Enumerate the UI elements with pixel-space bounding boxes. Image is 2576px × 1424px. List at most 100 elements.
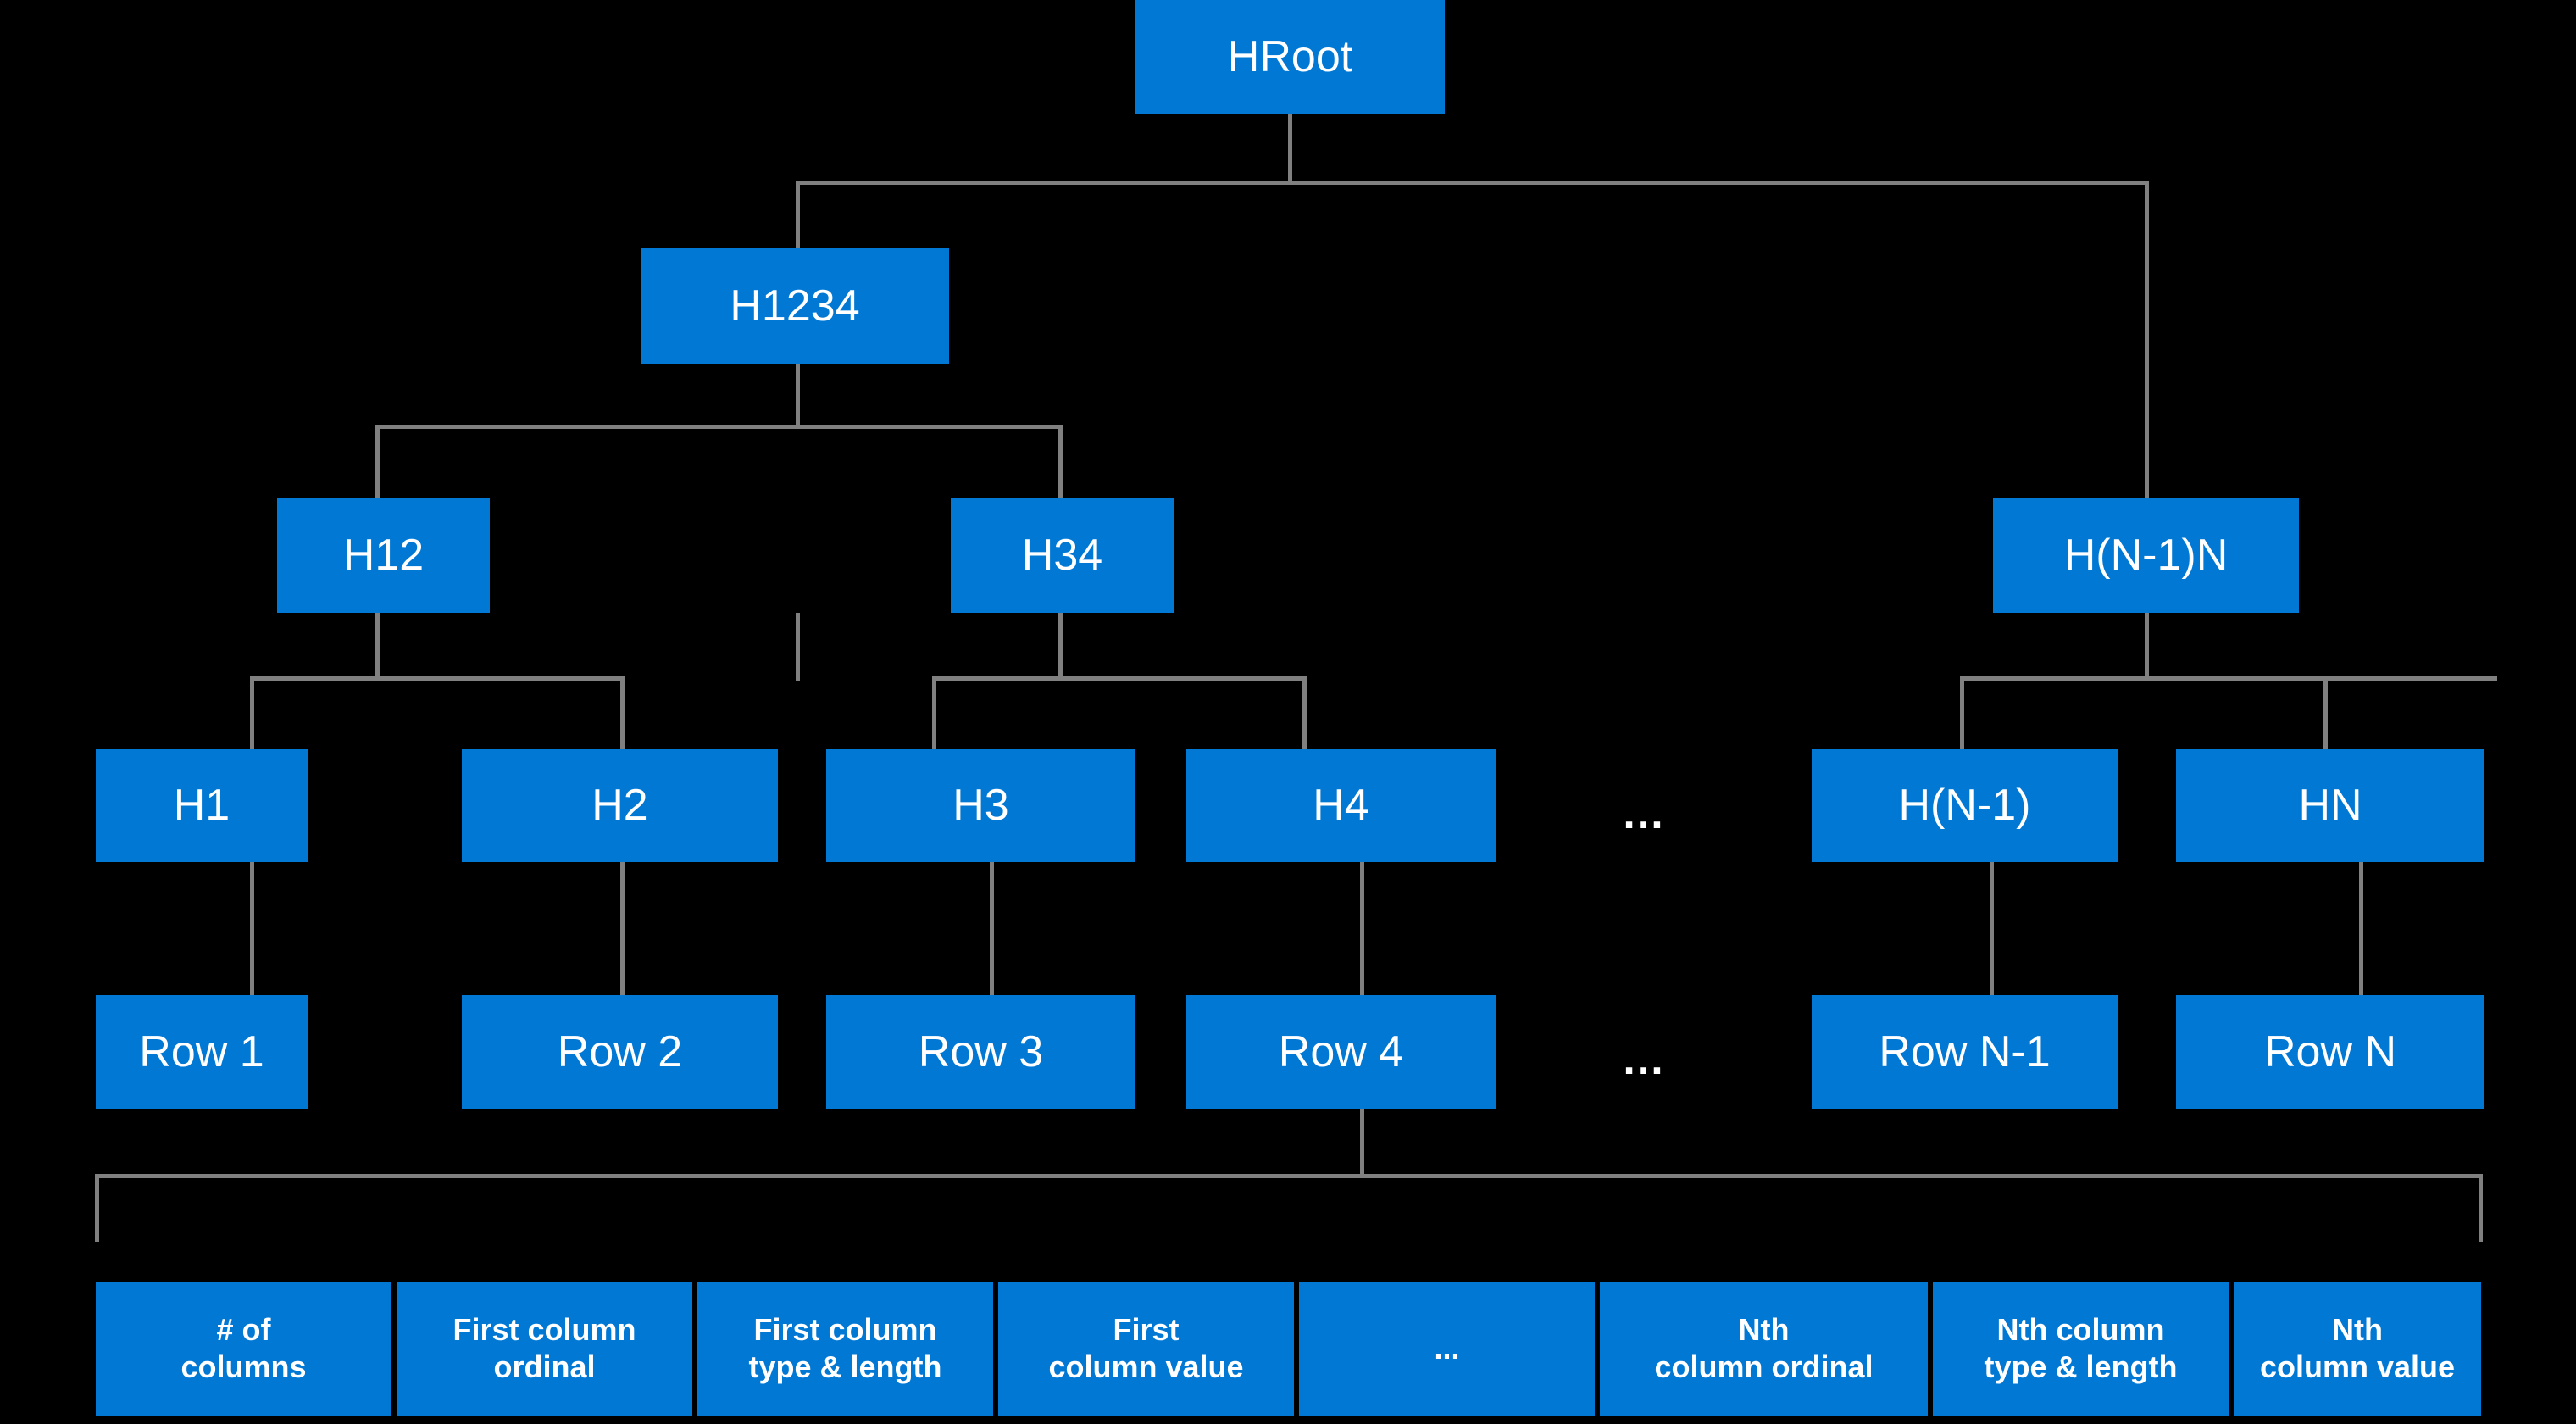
field-label-line2: ... — [1434, 1331, 1460, 1366]
field-label-line1: First column — [452, 1312, 636, 1348]
connector-h34-stem — [1058, 613, 1063, 678]
field-label-line1: First — [1113, 1312, 1180, 1348]
field-label-line1: Nth column — [1996, 1312, 2165, 1348]
connector-h1234-drop — [796, 364, 800, 425]
field-label: Nth column value — [2260, 1311, 2455, 1386]
node-label: Row 4 — [1278, 1026, 1404, 1076]
connector-h12-to-h1 — [250, 676, 254, 753]
field-ellipsis[interactable]: ... — [1299, 1282, 1595, 1416]
node-row-n[interactable]: Row N — [2176, 995, 2484, 1109]
field-label: ... — [1434, 1330, 1459, 1367]
field-label-line2: column value — [2259, 1349, 2456, 1384]
connector-hn1n-bracket — [1960, 676, 2497, 681]
node-hn-minus-1[interactable]: H(N-1) — [1812, 749, 2118, 862]
connector-root-bracket — [796, 181, 2149, 185]
field-nth-column-type-length[interactable]: Nth column type & length — [1933, 1282, 2229, 1416]
node-h34[interactable]: H34 — [951, 498, 1174, 613]
connector-h1-to-row1 — [250, 862, 254, 995]
field-label-line2: column ordinal — [1654, 1349, 1874, 1384]
connector-hn1n-stem — [2145, 613, 2149, 678]
node-h2[interactable]: H2 — [462, 749, 778, 862]
field-label-line2: columns — [180, 1349, 307, 1384]
connector-h1234-to-h34 — [1058, 425, 1063, 498]
node-label: H12 — [342, 530, 425, 580]
field-label-line1: Nth — [2332, 1312, 2383, 1348]
connector-fields-bracket — [95, 1174, 2483, 1178]
field-label-line2: type & length — [748, 1349, 942, 1384]
node-label: Row 3 — [918, 1026, 1044, 1076]
node-hn1n[interactable]: H(N-1)N — [1993, 498, 2299, 613]
field-num-columns[interactable]: # of columns — [96, 1282, 391, 1416]
field-label: Nth column type & length — [1984, 1311, 2177, 1386]
field-label-line1: First column — [753, 1312, 937, 1348]
field-nth-column-ordinal[interactable]: Nth column ordinal — [1600, 1282, 1928, 1416]
node-hn[interactable]: HN — [2176, 749, 2484, 862]
row-ellipsis: ... — [1593, 1034, 1695, 1085]
connector-h34-bracket — [932, 676, 1307, 681]
connector-root-stem — [1288, 114, 1292, 185]
connector-fields-bracket-left — [95, 1174, 99, 1242]
node-hroot[interactable]: HRoot — [1135, 0, 1445, 114]
node-row-2[interactable]: Row 2 — [462, 995, 778, 1109]
connector-row4-stem — [1360, 1109, 1364, 1177]
connector-h1234-to-h12 — [375, 425, 380, 498]
node-h1[interactable]: H1 — [96, 749, 308, 862]
field-label-line2: type & length — [1984, 1349, 2178, 1384]
node-h4[interactable]: H4 — [1186, 749, 1496, 862]
field-label-line2: column value — [1048, 1349, 1244, 1384]
node-row-4[interactable]: Row 4 — [1186, 995, 1496, 1109]
node-h12[interactable]: H12 — [277, 498, 490, 613]
connector-root-to-hn1n — [2145, 181, 2149, 498]
node-row-1[interactable]: Row 1 — [96, 995, 308, 1109]
connector-h34-to-h4 — [1302, 676, 1307, 753]
connector-h4-to-row4 — [1360, 862, 1364, 995]
hash-row-ellipsis: ... — [1593, 788, 1695, 839]
node-label: H1 — [173, 781, 230, 831]
field-first-column-value[interactable]: First column value — [998, 1282, 1294, 1416]
node-label: Row N-1 — [1879, 1026, 2051, 1076]
field-label-line1: Nth — [1738, 1312, 1790, 1348]
node-label: H(N-1)N — [2063, 530, 2229, 580]
ellipsis-label: ... — [1623, 1035, 1665, 1084]
connector-h1234-stem — [796, 613, 800, 681]
connector-h2-to-row2 — [620, 862, 625, 995]
field-label: First column type & length — [748, 1311, 941, 1386]
connector-h12-bracket — [250, 676, 625, 681]
node-label: H2 — [591, 781, 648, 831]
node-label: H1234 — [730, 281, 860, 331]
node-label: Row 1 — [139, 1026, 264, 1076]
node-label: H4 — [1313, 781, 1369, 831]
node-label: H(N-1) — [1898, 781, 2031, 831]
connector-h12-to-h2 — [620, 676, 625, 753]
field-label-line1: # of — [216, 1312, 271, 1348]
connector-hn1n-to-hn — [2323, 676, 2328, 753]
field-label: Nth column ordinal — [1654, 1311, 1873, 1386]
node-h3[interactable]: H3 — [826, 749, 1135, 862]
connector-fields-bracket-right — [2479, 1174, 2483, 1242]
node-row-n-minus-1[interactable]: Row N-1 — [1812, 995, 2118, 1109]
connector-h34-to-h3 — [932, 676, 936, 753]
connector-hn1n-to-hn1 — [1960, 676, 1964, 753]
node-label: H3 — [952, 781, 1009, 831]
connector-h1234-bracket — [375, 425, 1063, 429]
node-label: H34 — [1021, 530, 1103, 580]
node-label: Row N — [2263, 1026, 2397, 1076]
node-label: Row 2 — [557, 1026, 683, 1076]
node-row-3[interactable]: Row 3 — [826, 995, 1135, 1109]
connector-hn1-to-rown1 — [1990, 862, 1994, 995]
field-label: # of columns — [180, 1311, 306, 1386]
node-label: HN — [2298, 781, 2362, 831]
connector-h3-to-row3 — [990, 862, 994, 995]
field-nth-column-value[interactable]: Nth column value — [2234, 1282, 2481, 1416]
connector-root-to-h1234 — [796, 181, 800, 248]
field-label: First column value — [1048, 1311, 1243, 1386]
connector-h12-stem — [375, 613, 380, 678]
connector-hn-to-rown — [2359, 862, 2363, 995]
node-label: HRoot — [1227, 32, 1353, 82]
field-label-line2: ordinal — [493, 1349, 596, 1384]
node-h1234[interactable]: H1234 — [641, 248, 949, 364]
field-first-column-ordinal[interactable]: First column ordinal — [397, 1282, 692, 1416]
field-label: First column ordinal — [452, 1311, 636, 1386]
field-first-column-type-length[interactable]: First column type & length — [697, 1282, 993, 1416]
